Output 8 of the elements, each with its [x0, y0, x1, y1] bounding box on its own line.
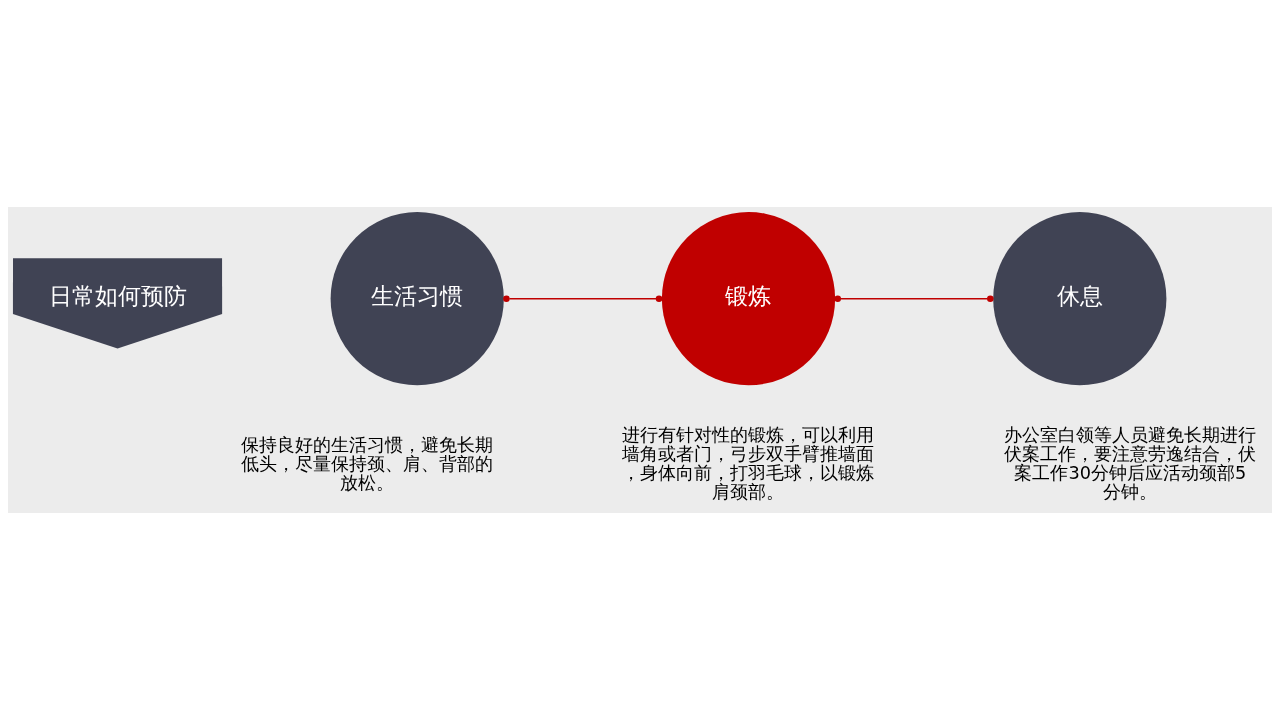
connector [834, 295, 994, 302]
connector [503, 295, 663, 302]
node-circle: 生活习惯 [330, 212, 504, 386]
node-label: 进行有针对性的锻炼，可以利用墙角或者门，弓步双手臂推墙面，身体向前，打羽毛球，以锻炼肩颈部。 [622, 425, 875, 503]
node-circle: 休息 [993, 212, 1167, 386]
node-label: 办公室白领等人员避免长期进行伏案工作，要注意劳逸结合，伏案工作30分钟后应活动颈部5分钟。 [1004, 425, 1257, 503]
node-label: 保持良好的生活习惯，避免长期低头，尽量保持颈、肩、背部的放松。 [240, 434, 493, 493]
node-circle: 锻炼 [661, 212, 836, 386]
